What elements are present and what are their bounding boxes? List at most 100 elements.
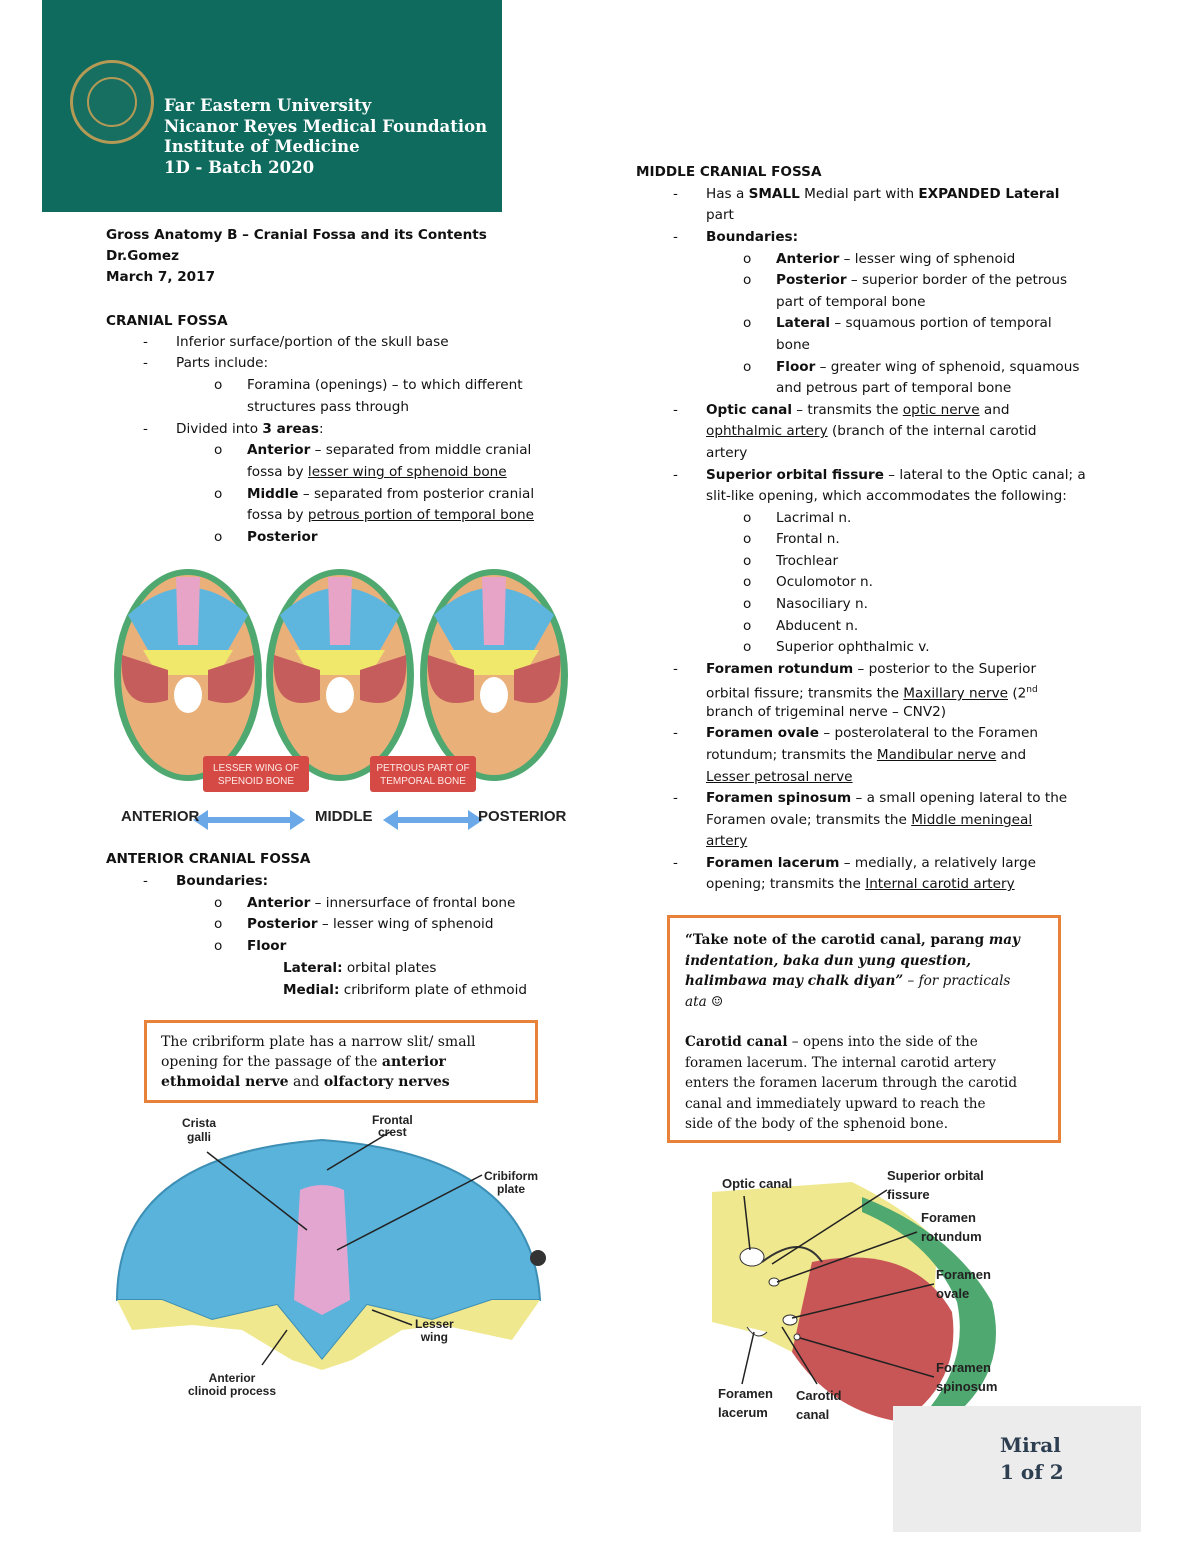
list-item: Posterior – superior border of the petro… xyxy=(776,272,1068,288)
list-item: fossa by petrous portion of temporal bon… xyxy=(247,507,535,523)
list-item: orbital fissure; transmits the Maxillary… xyxy=(706,685,1038,702)
dash-bullet: - xyxy=(673,790,678,806)
section-heading-cranial-fossa: CRANIAL FOSSA xyxy=(106,313,228,329)
doc-date: March 7, 2017 xyxy=(106,269,216,285)
list-item: opening; transmits the Internal carotid … xyxy=(706,876,1015,892)
list-item: Boundaries: xyxy=(706,229,799,245)
list-item: Anterior – innersurface of frontal bone xyxy=(247,895,516,911)
dash-bullet: - xyxy=(143,421,148,437)
list-item: artery xyxy=(706,833,748,849)
list-item: Floor xyxy=(247,938,287,954)
list-item: Superior orbital fissure – lateral to th… xyxy=(706,467,1086,483)
nerve-item: Abducent n. xyxy=(776,618,859,634)
note-box-cribriform: The cribriform plate has a narrow slit/ … xyxy=(144,1020,538,1103)
dash-bullet: - xyxy=(673,402,678,418)
dash-bullet: - xyxy=(673,186,678,202)
list-item: Floor – greater wing of sphenoid, squamo… xyxy=(776,359,1080,375)
list-item: Foramen spinosum – a small opening later… xyxy=(706,790,1068,806)
list-item: rotundum; transmits the Mandibular nerve… xyxy=(706,747,1027,763)
header-line-batch: 1D - Batch 2020 xyxy=(164,157,315,177)
cranial-fossa-figure xyxy=(114,569,568,830)
list-item: and petrous part of temporal bone xyxy=(776,380,1012,396)
anterior-fossa-figure xyxy=(115,1131,546,1370)
list-item: part xyxy=(706,207,734,223)
list-item: Optic canal – transmits the optic nerve … xyxy=(706,402,1010,418)
list-item: Lateral – squamous portion of temporal xyxy=(776,315,1052,331)
note-line: foramen lacerum. The internal carotid ar… xyxy=(685,1054,997,1071)
list-item: Medial: cribriform plate of ethmoid xyxy=(283,982,528,998)
fig-label-middle: MIDDLE xyxy=(315,808,373,825)
footer-page-number: 1 of 2 xyxy=(1000,1460,1064,1484)
fig3-label-optic: Optic canal xyxy=(722,1176,793,1191)
header-line-foundation: Nicanor Reyes Medical Foundation xyxy=(164,116,488,136)
dash-bullet: - xyxy=(673,855,678,871)
circle-bullet: o xyxy=(743,574,752,590)
header-line-institute: Institute of Medicine xyxy=(164,137,360,156)
fig-label-anterior: ANTERIOR xyxy=(121,808,200,825)
list-item: Lesser petrosal nerve xyxy=(706,769,853,785)
list-item: Inferior surface/portion of the skull ba… xyxy=(176,334,449,350)
nerve-item: Lacrimal n. xyxy=(776,510,852,526)
section-heading-anterior: ANTERIOR CRANIAL FOSSA xyxy=(106,851,311,867)
circle-bullet: o xyxy=(743,639,752,655)
list-item: Divided into 3 areas: xyxy=(176,421,324,437)
doc-title: Gross Anatomy B – Cranial Fossa and its … xyxy=(106,227,487,243)
header-text: Far Eastern University Nicanor Reyes Med… xyxy=(164,96,487,178)
list-item: bone xyxy=(776,337,810,353)
list-item: Foramen ovale; transmits the Middle meni… xyxy=(706,812,1033,828)
nerve-item: Trochlear xyxy=(776,553,839,569)
circle-bullet: o xyxy=(743,272,752,288)
skull-middle xyxy=(266,569,414,781)
note-line: Carotid canal – opens into the side of t… xyxy=(685,1034,978,1050)
list-item: branch of trigeminal nerve – CNV2) xyxy=(706,704,947,720)
circle-bullet: o xyxy=(743,359,752,375)
note-line: ata ☺ xyxy=(685,993,724,1010)
list-item: Has a SMALL Medial part with EXPANDED La… xyxy=(706,186,1060,202)
dash-bullet: - xyxy=(673,229,678,245)
skull-anterior xyxy=(114,569,262,781)
note-line: enters the foramen lacerum through the c… xyxy=(685,1075,1018,1091)
list-item: Foramen lacerum – medially, a relatively… xyxy=(706,855,1036,871)
arrow-icon xyxy=(208,810,305,830)
circle-bullet: o xyxy=(743,251,752,267)
footer-box xyxy=(893,1406,1141,1532)
circle-bullet: o xyxy=(743,596,752,612)
list-item: ophthalmic artery (branch of the interna… xyxy=(706,423,1037,439)
list-item: Middle – separated from posterior crania… xyxy=(247,486,535,502)
circle-bullet: o xyxy=(214,486,223,502)
circle-bullet: o xyxy=(743,553,752,569)
note-line: canal and immediately upward to reach th… xyxy=(685,1095,986,1112)
dash-bullet: - xyxy=(673,725,678,741)
nerve-item: Oculomotor n. xyxy=(776,574,873,590)
note-line: indentation, baka dun yung question, xyxy=(685,952,972,969)
note-line: halimbawa may chalk diyan” – for practic… xyxy=(685,973,1011,989)
list-item: structures pass through xyxy=(247,399,409,415)
skull-posterior xyxy=(420,569,568,781)
circle-bullet: o xyxy=(743,531,752,547)
list-item: Foramen ovale – posterolateral to the Fo… xyxy=(706,725,1038,741)
list-item: slit-like opening, which accommodates th… xyxy=(706,488,1067,504)
circle-bullet: o xyxy=(214,916,223,932)
foramina-figure xyxy=(712,1152,1008,1436)
dash-bullet: - xyxy=(673,661,678,677)
circle-bullet: o xyxy=(214,377,223,393)
arrow-icon xyxy=(398,810,483,830)
section-heading-middle: MIDDLE CRANIAL FOSSA xyxy=(636,164,822,180)
dash-bullet: - xyxy=(143,873,148,889)
fig-label-posterior: POSTERIOR xyxy=(478,808,567,825)
list-item: fossa by lesser wing of sphenoid bone xyxy=(247,464,507,480)
list-item: Posterior – lesser wing of sphenoid xyxy=(247,916,494,932)
footer-author: Miral xyxy=(1000,1433,1061,1457)
list-item: Foramen rotundum – posterior to the Supe… xyxy=(706,661,1037,677)
list-item: Lateral: orbital plates xyxy=(283,960,437,976)
list-item: Boundaries: xyxy=(176,873,269,889)
note-box-carotid: “Take note of the carotid canal, parang … xyxy=(667,915,1061,1143)
